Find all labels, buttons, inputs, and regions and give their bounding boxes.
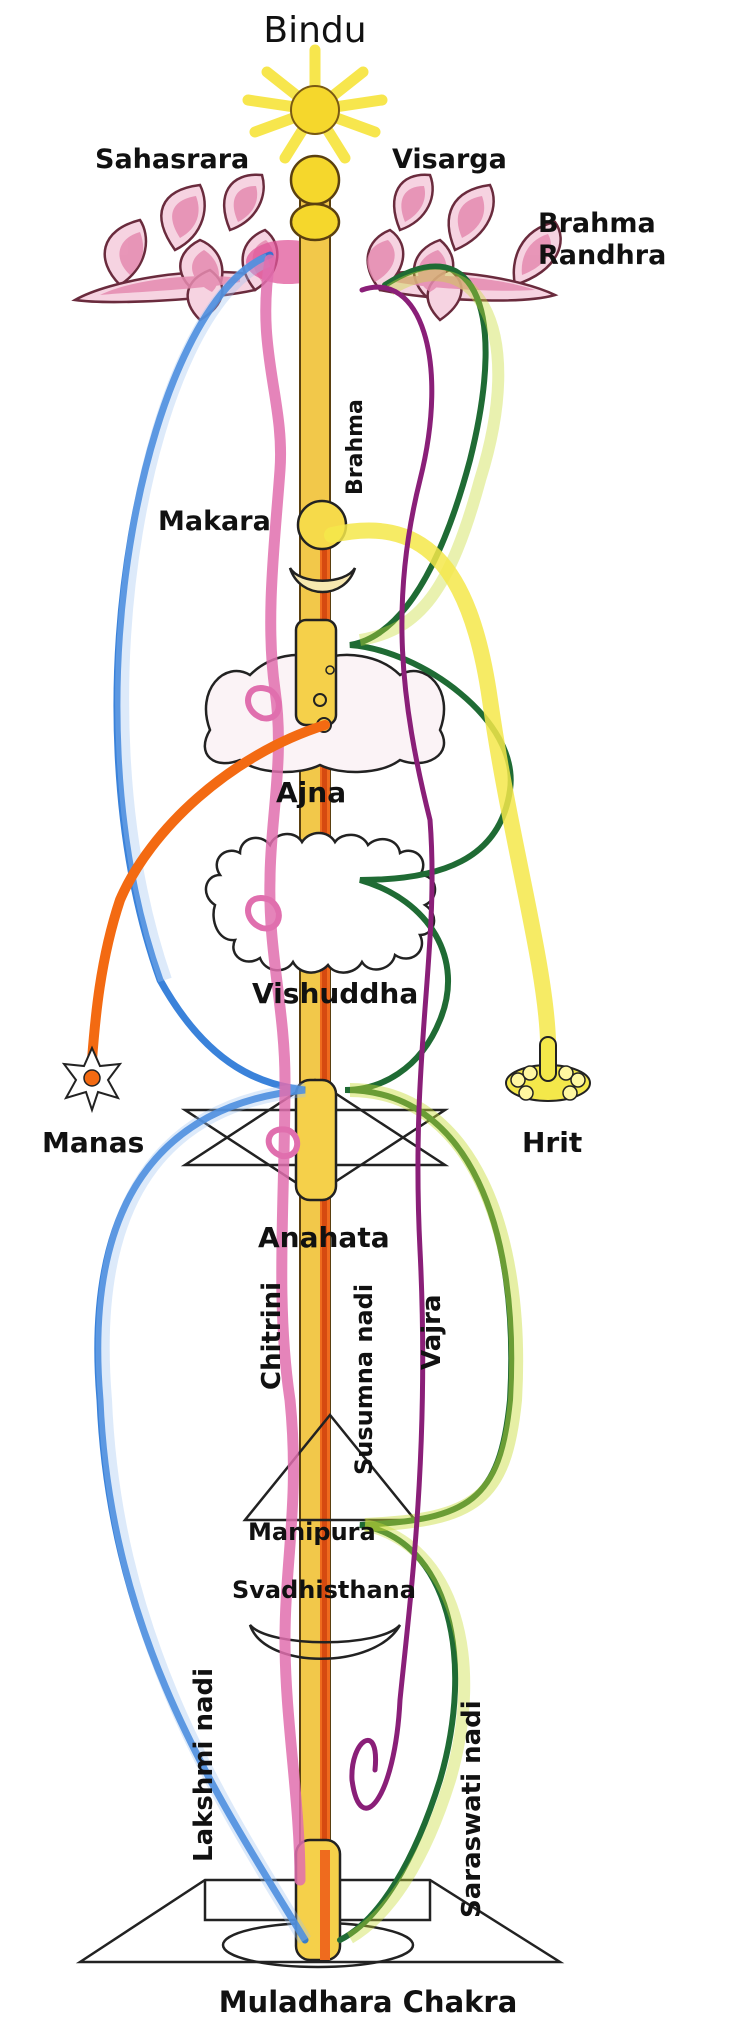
- label-bindu: Bindu: [263, 10, 366, 51]
- label-vishuddha: Vishuddha: [252, 977, 418, 1010]
- ajna-chakra: [203, 618, 446, 774]
- manas-flower: [61, 1045, 123, 1114]
- label-muladhara: Muladhara Chakra: [219, 1985, 518, 2019]
- label-brahma: Brahma: [343, 399, 368, 495]
- vishuddha-chakra: [204, 831, 437, 974]
- label-brahma-randhra-1: Brahma: [538, 208, 656, 239]
- label-susumna: Susumna nadi: [350, 1284, 378, 1475]
- label-visarga: Visarga: [392, 144, 507, 175]
- label-manipura: Manipura: [248, 1518, 376, 1546]
- hrit-lotus: [505, 1036, 591, 1102]
- saraswati-nadi: [337, 263, 515, 1943]
- lakshmi-nadi: [94, 251, 309, 1944]
- label-makara: Makara: [158, 506, 271, 537]
- label-chitrini: Chitrini: [257, 1282, 287, 1390]
- label-hrit: Hrit: [522, 1126, 582, 1159]
- label-saraswati: Saraswati nadi: [457, 1700, 487, 1918]
- label-sahasrara: Sahasrara: [95, 144, 249, 175]
- label-vajra: Vajra: [417, 1294, 447, 1370]
- manipura-triangle: [242, 1413, 418, 1522]
- label-manas: Manas: [42, 1126, 144, 1159]
- bindu-sun: [242, 44, 388, 164]
- label-brahma-randhra-2: Randhra: [538, 240, 666, 271]
- label-ajna: Ajna: [276, 776, 346, 809]
- label-lakshmi: Lakshmi nadi: [189, 1668, 219, 1862]
- muladhara-base: [75, 1838, 565, 1969]
- susumna-column: [299, 179, 331, 1961]
- manas-nadi: [87, 720, 330, 1065]
- label-svadhisthana: Svadhisthana: [232, 1576, 416, 1604]
- vajra-nadi: [349, 284, 435, 1811]
- visarga-circles: [289, 154, 341, 242]
- label-anahata: Anahata: [258, 1221, 390, 1254]
- hrit-nadi: [324, 522, 556, 1048]
- chitrini-nadi: [260, 254, 306, 1886]
